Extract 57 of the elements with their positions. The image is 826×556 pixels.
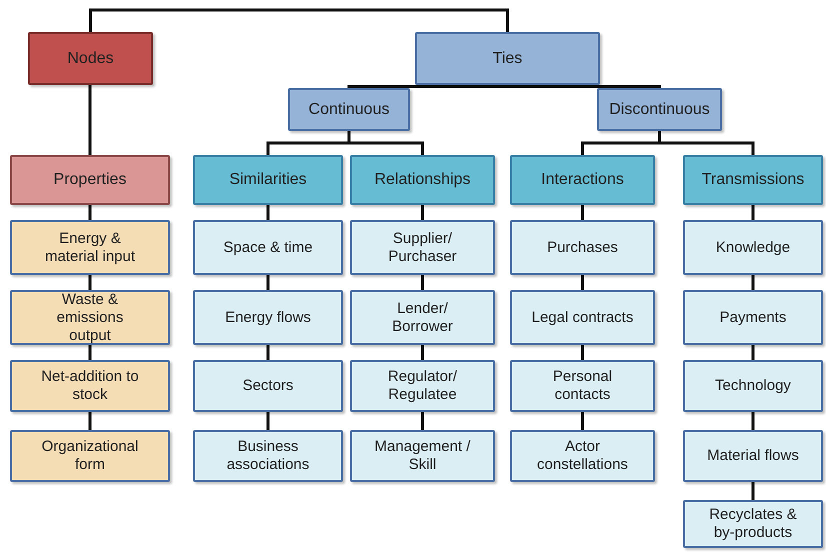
item-box: Knowledge: [683, 220, 823, 275]
item-box: Net-addition to stock: [10, 360, 170, 412]
connector-line: [88, 412, 92, 430]
category-box: Interactions: [510, 155, 655, 205]
item-box: Recyclates & by-products: [683, 500, 823, 548]
connector-line: [266, 345, 270, 360]
item-box: Waste & emissions output: [10, 290, 170, 345]
connector-line: [88, 85, 92, 155]
category-box: Relationships: [350, 155, 495, 205]
connector-line: [581, 345, 584, 360]
item-box: Payments: [683, 290, 823, 345]
connector-line: [506, 84, 661, 88]
item-box: Energy flows: [193, 290, 343, 345]
item-box: Business associations: [193, 430, 343, 482]
connector-line: [752, 275, 754, 290]
item-box: Legal contracts: [510, 290, 655, 345]
item-box: Technology: [683, 360, 823, 412]
connector-line: [421, 205, 424, 220]
connector-line: [266, 412, 270, 430]
connector-line: [266, 205, 270, 220]
item-box: Actor constellations: [510, 430, 655, 482]
item-box: Lender/ Borrower: [350, 290, 495, 345]
item-box: Purchases: [510, 220, 655, 275]
connector-line: [752, 482, 754, 500]
category-box: Ties: [415, 32, 600, 85]
item-box: Personal contacts: [510, 360, 655, 412]
connector-line: [88, 275, 92, 290]
item-box: Organizational form: [10, 430, 170, 482]
connector-line: [752, 345, 754, 360]
connector-line: [89, 8, 509, 32]
connector-line: [266, 275, 270, 290]
connector-line: [348, 84, 509, 88]
connector-line: [88, 345, 92, 360]
item-box: Space & time: [193, 220, 343, 275]
connector-line: [421, 275, 424, 290]
connector-line: [658, 131, 754, 155]
item-box: Regulator/ Regulatee: [350, 360, 495, 412]
connector-line: [581, 275, 584, 290]
connector-line: [348, 131, 424, 155]
connector-line: [88, 205, 92, 220]
category-box: Nodes: [28, 32, 153, 85]
item-box: Sectors: [193, 360, 343, 412]
category-box: Transmissions: [683, 155, 823, 205]
item-box: Material flows: [683, 430, 823, 482]
connector-line: [581, 205, 584, 220]
connector-line: [581, 412, 584, 430]
category-box: Similarities: [193, 155, 343, 205]
item-box: Management / Skill: [350, 430, 495, 482]
category-box: Continuous: [288, 88, 410, 131]
connector-line: [752, 205, 754, 220]
connector-line: [421, 412, 424, 430]
category-box: Discontinuous: [597, 88, 722, 131]
connector-line: [421, 345, 424, 360]
connector-line: [752, 412, 754, 430]
item-box: Supplier/ Purchaser: [350, 220, 495, 275]
category-box: Properties: [10, 155, 170, 205]
item-box: Energy & material input: [10, 220, 170, 275]
